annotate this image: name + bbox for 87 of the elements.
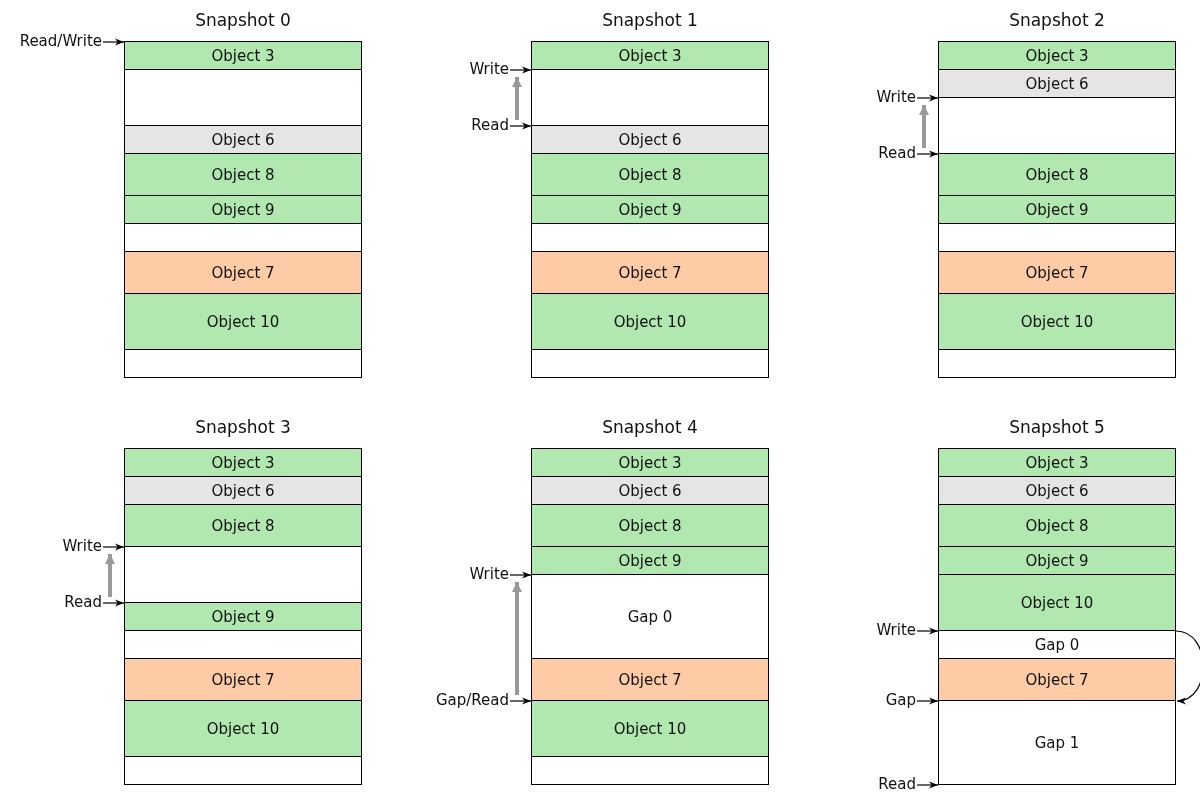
- memory-slot: Gap 0: [938, 631, 1176, 659]
- memory-slot: Object 8: [938, 154, 1176, 196]
- pointer-label: Write: [62, 537, 102, 555]
- memory-slot: Object 10: [938, 575, 1176, 631]
- pointer-label: Read/Write: [19, 32, 102, 50]
- arrow: [102, 38, 125, 46]
- pointer-label: Write: [469, 60, 509, 78]
- memory-slot: Object 3: [938, 42, 1176, 70]
- memory-slot: Object 7: [531, 659, 769, 701]
- arrow: [916, 150, 939, 158]
- arrow: [509, 122, 532, 130]
- arrow: [512, 582, 522, 695]
- empty-slot: [124, 631, 362, 659]
- arrow: [509, 66, 532, 74]
- pointer-label: Write: [876, 88, 916, 106]
- memory-slot: Object 3: [531, 42, 769, 70]
- empty-slot: [124, 547, 362, 603]
- pointer-label: Gap: [885, 691, 916, 709]
- memory-slot: Object 6: [531, 477, 769, 505]
- empty-slot: [938, 98, 1176, 154]
- memory-slot: Object 8: [531, 154, 769, 196]
- memory-slot: Object 9: [124, 603, 362, 631]
- memory-slot: Object 10: [124, 294, 362, 350]
- arrow: [105, 554, 115, 597]
- arrow: [1175, 630, 1200, 703]
- memory-slot: Object 3: [938, 449, 1176, 477]
- memory-slot: Gap 1: [938, 701, 1176, 785]
- pointer-label: Read: [64, 593, 102, 611]
- arrow: [509, 571, 532, 579]
- snapshot-title: Snapshot 1: [601, 9, 699, 32]
- memory-slot: Object 6: [938, 477, 1176, 505]
- snapshot-title: Snapshot 0: [194, 9, 292, 32]
- snapshot-title: Snapshot 5: [1008, 416, 1106, 439]
- snapshot-title: Snapshot 4: [601, 416, 699, 439]
- empty-slot: [531, 350, 769, 378]
- empty-slot: [531, 70, 769, 126]
- memory-slot: Object 3: [531, 449, 769, 477]
- empty-slot: [531, 224, 769, 252]
- memory-slot: Object 9: [938, 196, 1176, 224]
- arrow: [512, 77, 522, 120]
- arrow: [102, 543, 125, 551]
- arrow: [916, 697, 939, 705]
- memory-slot: Object 8: [124, 154, 362, 196]
- memory-slot: Object 7: [938, 252, 1176, 294]
- arrow: [102, 599, 125, 607]
- empty-slot: [124, 757, 362, 785]
- empty-slot: [531, 757, 769, 785]
- pointer-label: Read: [471, 116, 509, 134]
- empty-slot: [124, 224, 362, 252]
- empty-slot: [938, 224, 1176, 252]
- empty-slot: [124, 70, 362, 126]
- pointer-label: Write: [469, 565, 509, 583]
- memory-slot: Object 10: [531, 294, 769, 350]
- memory-slot: Object 8: [124, 505, 362, 547]
- memory-slot: Gap 0: [531, 575, 769, 659]
- memory-slot: Object 7: [938, 659, 1176, 701]
- empty-slot: [124, 350, 362, 378]
- memory-slot: Object 7: [124, 252, 362, 294]
- memory-slot: Object 3: [124, 449, 362, 477]
- arrow: [919, 105, 929, 148]
- snapshot-title: Snapshot 3: [194, 416, 292, 439]
- memory-slot: Object 10: [124, 701, 362, 757]
- arrow: [509, 697, 532, 705]
- memory-slot: Object 10: [938, 294, 1176, 350]
- memory-slot: Object 8: [531, 505, 769, 547]
- memory-slot: Object 8: [938, 505, 1176, 547]
- pointer-label: Gap/Read: [435, 691, 509, 709]
- memory-slot: Object 6: [938, 70, 1176, 98]
- arrow: [916, 781, 939, 789]
- arrow: [916, 627, 939, 635]
- memory-slot: Object 6: [531, 126, 769, 154]
- memory-slot: Object 6: [124, 126, 362, 154]
- memory-slot: Object 3: [124, 42, 362, 70]
- empty-slot: [938, 350, 1176, 378]
- memory-slot: Object 9: [938, 547, 1176, 575]
- memory-slot: Object 7: [124, 659, 362, 701]
- memory-slot: Object 7: [531, 252, 769, 294]
- pointer-label: Write: [876, 621, 916, 639]
- arrow: [916, 94, 939, 102]
- memory-slot: Object 10: [531, 701, 769, 757]
- memory-slot: Object 9: [531, 196, 769, 224]
- snapshot-title: Snapshot 2: [1008, 9, 1106, 32]
- memory-slot: Object 9: [124, 196, 362, 224]
- pointer-label: Read: [878, 775, 916, 793]
- memory-slot: Object 6: [124, 477, 362, 505]
- pointer-label: Read: [878, 144, 916, 162]
- memory-slot: Object 9: [531, 547, 769, 575]
